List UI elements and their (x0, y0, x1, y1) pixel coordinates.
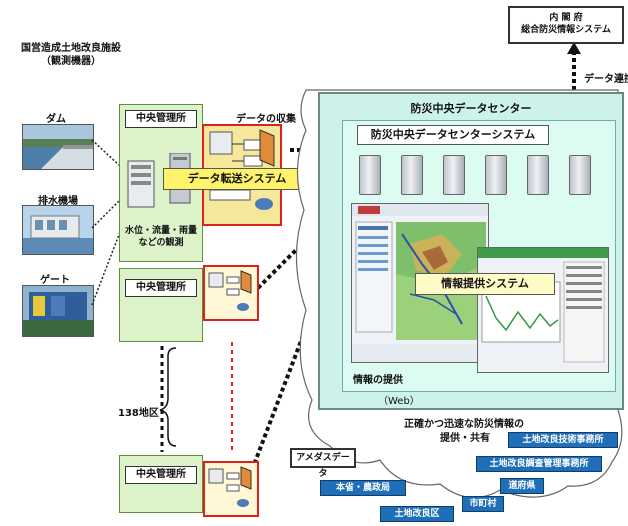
agency-land-improvement-tech-office: 土地改良技術事務所 (508, 432, 618, 448)
data-collection-label: データの収集 (236, 114, 296, 125)
gate-label: ゲート (40, 275, 70, 286)
server-icon-3 (443, 155, 465, 195)
collection-equipment-diagram-2 (208, 270, 252, 311)
sharing-text: 正確かつ迅速な防災情報の 提供・共有 (404, 418, 524, 446)
server-icon-2 (401, 155, 423, 195)
gate-photo (22, 285, 94, 337)
cabinet-office-line2: 総合防災情報システム (521, 25, 611, 35)
web-label: （Web） (378, 396, 420, 407)
collection-equipment-box-3 (203, 461, 259, 517)
agency-land-improvement-survey-office: 土地改良調査管理事務所 (476, 456, 602, 472)
gate-photo-image (23, 286, 93, 336)
management-office-3-title: 中央管理所 (125, 466, 197, 484)
collection-equipment-diagram-3 (208, 466, 252, 507)
info-system-banner: 情報提供システム (415, 273, 555, 295)
server-icon-4 (485, 155, 507, 195)
observation-note-line2: などの観測 (138, 238, 184, 248)
observation-note-line1: 水位・流量・雨量 (124, 226, 197, 236)
management-office-2-title: 中央管理所 (125, 279, 197, 297)
facilities-title: 国営造成土地改良施設 （観測機器） (12, 42, 130, 68)
pump-station-label: 排水機場 (38, 196, 78, 207)
management-office-main-title: 中央管理所 (125, 110, 197, 128)
agency-ministry: 本省・農政局 (320, 480, 406, 496)
amedas-data-box: アメダスデータ (290, 448, 356, 479)
sharing-text-line1: 正確かつ迅速な防災情報の (404, 419, 524, 430)
cabinet-office-line1: 内 閣 府 (549, 13, 583, 23)
data-link-label: データ連携 (584, 74, 628, 85)
graph-screenshot-image (478, 248, 608, 363)
facilities-title-line2: （観測機器） (41, 56, 101, 67)
data-center-system-title: 防災中央データセンターシステム (357, 125, 549, 145)
data-center-system-area: 防災中央データセンターシステム (342, 120, 616, 392)
server-icon-6 (569, 155, 591, 195)
cabinet-office-box: 内 閣 府 総合防災情報システム (508, 6, 624, 44)
agency-prefectures: 道府県 (500, 478, 544, 494)
graph-screenshot (477, 247, 609, 373)
info-provision-label: 情報の提供 (353, 375, 403, 386)
pump-station-photo (22, 205, 94, 255)
server-icon-5 (527, 155, 549, 195)
agency-land-improvement-district: 土地改良区 (380, 506, 454, 522)
region-count-label: 138地区 (118, 408, 159, 419)
data-center-title: 防災中央データセンター (410, 102, 532, 115)
agency-municipalities: 市町村 (462, 496, 504, 512)
collection-equipment-diagram (209, 129, 275, 210)
dam-photo (22, 124, 94, 170)
management-office-2: 中央管理所 (119, 268, 203, 342)
dam-label: ダム (46, 114, 66, 125)
management-office-3: 中央管理所 (119, 455, 203, 513)
pump-station-photo-image (23, 206, 93, 254)
sharing-text-line2: 提供・共有 (440, 433, 490, 444)
server-icon-1 (359, 155, 381, 195)
dam-photo-image (23, 125, 93, 169)
collection-equipment-box-2 (203, 265, 259, 321)
observation-note: 水位・流量・雨量 などの観測 (120, 225, 202, 249)
data-transfer-system-banner: データ転送システム (163, 168, 311, 190)
data-center-outer: 防災中央データセンター 防災中央データセンターシステム (318, 92, 624, 410)
facilities-title-line1: 国営造成土地改良施設 (21, 43, 121, 54)
